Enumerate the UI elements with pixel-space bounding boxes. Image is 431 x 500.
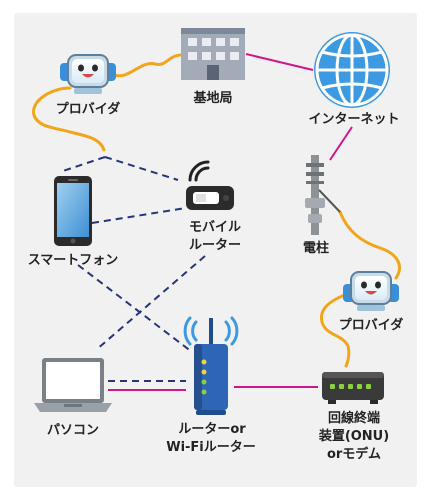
onu-modem-icon (322, 372, 384, 404)
internet-globe-icon (314, 32, 390, 108)
mobile-router-label-line1: モバイル (188, 220, 241, 235)
provider-top-label: プロバイダ (55, 102, 121, 117)
link-provider-mobilerouter (104, 156, 179, 181)
internet-label: インターネット (308, 112, 400, 127)
laptop-pc-icon (34, 358, 112, 412)
wifi-router-label-line1: ルーターor (178, 422, 246, 437)
provider-bottom-mascot-icon (343, 271, 399, 311)
link-internet-pole (329, 126, 353, 161)
cable-provider-onu (319, 290, 354, 368)
pc-label: パソコン (46, 423, 99, 438)
smartphone-icon (54, 176, 92, 246)
smartphone-label: スマートフォン (27, 253, 119, 268)
onu-label-line3: orモデム (326, 447, 382, 462)
provider-bottom-label: プロバイダ (338, 318, 404, 333)
link-phone-mobilerouter (91, 207, 187, 224)
onu-label-line2: 装置(ONU) (318, 429, 390, 444)
links (32, 53, 401, 391)
link-base-internet (245, 53, 314, 71)
cable-top-provider-down (32, 86, 106, 152)
cable-pole-provider (338, 210, 401, 280)
mobile-router-label-line2: ルーター (188, 238, 241, 253)
base-station-building-icon (181, 28, 245, 80)
utility-pole-label: 電柱 (302, 241, 329, 256)
provider-top-mascot-icon (60, 54, 116, 94)
wifi-router-label-line2: Wi-Fiルーター (166, 440, 256, 455)
onu-label-line1: 回線終端 (327, 411, 380, 426)
cable-top-provider-base (110, 53, 182, 78)
utility-pole-icon (305, 155, 341, 235)
base-station-label: 基地局 (193, 91, 233, 106)
mobile-router-icon (186, 160, 234, 210)
wifi-router-icon (183, 316, 239, 415)
background-panel (14, 13, 417, 487)
link-provider-phone (59, 156, 106, 173)
